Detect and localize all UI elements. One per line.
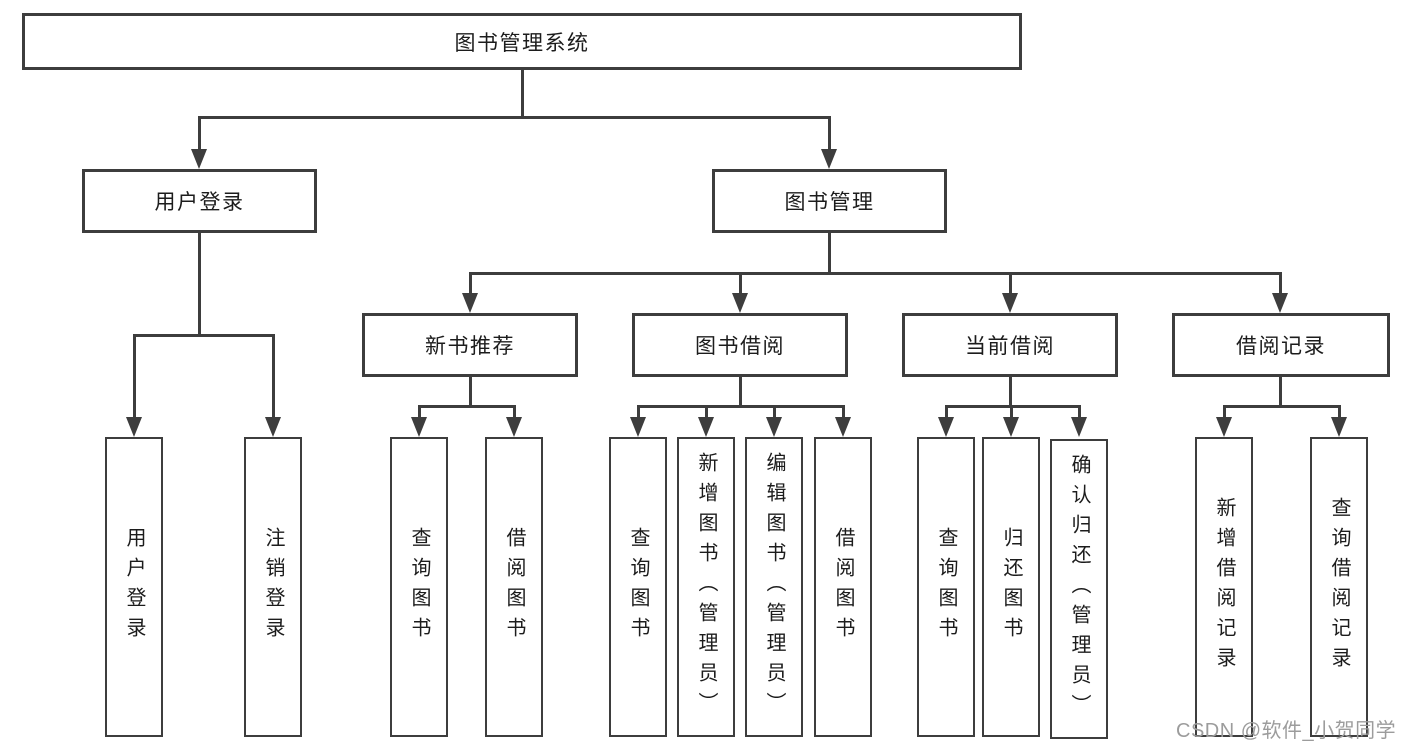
connector-arrow-stem (704, 404, 708, 420)
connector-userlogin-branch (132, 333, 275, 337)
connector-bookborrow-stem (738, 376, 742, 407)
node-label: 新书推荐 (425, 335, 515, 358)
arrow-down (821, 149, 837, 169)
connector-arrow-stem (271, 333, 275, 420)
node-label: 新增借阅记录 (1213, 497, 1235, 677)
connector-arrow-stem (132, 333, 136, 420)
node-label: 查询图书 (935, 527, 957, 647)
node-user-login: 用户登录 (82, 169, 317, 233)
leaf-borrow-book-borrowing: 借阅图书 (814, 437, 872, 737)
watermark: CSDN @软件_小贺同学 (1176, 720, 1397, 742)
leaf-edit-book-admin: 编辑图书（管理员） (745, 437, 803, 737)
arrow-down (698, 417, 714, 437)
node-label: 图书管理系统 (454, 31, 590, 55)
connector-arrow-stem (1278, 271, 1282, 297)
connector-arrow-stem (512, 404, 516, 420)
leaf-query-book-current: 查询图书 (917, 437, 975, 737)
leaf-user-login: 用户登录 (105, 437, 163, 737)
node-label: 图书管理 (784, 191, 875, 214)
arrow-down (938, 417, 954, 437)
node-label: 当前借阅 (965, 335, 1055, 358)
connector-arrow-stem (1077, 404, 1081, 420)
connector-newbook-stem (468, 376, 472, 407)
connector-records-stem (1278, 376, 1282, 407)
connector-bookborrow-branch (636, 404, 845, 408)
node-book-management: 图书管理 (712, 169, 947, 233)
node-label: 编辑图书（管理员） (763, 452, 785, 722)
leaf-borrow-book-recommend: 借阅图书 (485, 437, 543, 737)
arrow-down (1331, 417, 1347, 437)
node-root-library-system: 图书管理系统 (22, 13, 1022, 70)
node-label: 用户登录 (154, 191, 245, 214)
node-label: 新增图书（管理员） (695, 452, 717, 722)
connector-records-branch (1222, 404, 1341, 408)
arrow-down (126, 417, 142, 437)
connector-arrow-stem (772, 404, 776, 420)
arrow-down (766, 417, 782, 437)
arrow-down (1272, 293, 1288, 313)
node-book-borrowing: 图书借阅 (632, 313, 848, 377)
connector-userlogin-stem (197, 233, 201, 337)
leaf-return-book: 归还图书 (982, 437, 1040, 737)
node-label: 图书借阅 (695, 335, 785, 358)
node-label: 注销登录 (262, 527, 284, 647)
connector-arrow-stem (468, 271, 472, 297)
arrow-down (1003, 417, 1019, 437)
node-label: 查询图书 (627, 527, 649, 647)
arrow-down (732, 293, 748, 313)
connector-arrow-stem (738, 271, 742, 297)
connector-bookmgmt-stem (827, 233, 831, 275)
connector-arrow-stem (827, 115, 831, 152)
arrow-down (462, 293, 478, 313)
node-label: 查询图书 (408, 527, 430, 647)
node-label: 借阅图书 (503, 527, 525, 647)
connector-currentborrow-branch (944, 404, 1081, 408)
node-label: 归还图书 (1000, 527, 1022, 647)
node-label: 确认归还（管理员） (1068, 454, 1090, 724)
connector-level1-branch (197, 115, 831, 119)
connector-arrow-stem (1009, 404, 1013, 420)
arrow-down (1002, 293, 1018, 313)
connector-arrow-stem (636, 404, 640, 420)
connector-arrow-stem (944, 404, 948, 420)
arrow-down (630, 417, 646, 437)
arrow-down (191, 149, 207, 169)
leaf-add-borrow-record: 新增借阅记录 (1195, 437, 1253, 737)
connector-arrow-stem (1222, 404, 1226, 420)
connector-root-stem (520, 70, 524, 119)
node-label: 借阅图书 (832, 527, 854, 647)
arrow-down (835, 417, 851, 437)
connector-level3-branch (468, 271, 1282, 275)
connector-currentborrow-stem (1008, 376, 1012, 407)
connector-arrow-stem (1008, 271, 1012, 297)
node-borrowing-records: 借阅记录 (1172, 313, 1390, 377)
node-label: 查询借阅记录 (1328, 497, 1350, 677)
connector-arrow-stem (417, 404, 421, 420)
arrow-down (506, 417, 522, 437)
leaf-query-book-recommend: 查询图书 (390, 437, 448, 737)
leaf-add-book-admin: 新增图书（管理员） (677, 437, 735, 737)
arrow-down (265, 417, 281, 437)
connector-newbook-branch (417, 404, 516, 408)
leaf-query-book-borrowing: 查询图书 (609, 437, 667, 737)
node-new-book-recommend: 新书推荐 (362, 313, 578, 377)
connector-arrow-stem (1337, 404, 1341, 420)
node-current-borrowing: 当前借阅 (902, 313, 1118, 377)
arrow-down (1071, 417, 1087, 437)
leaf-query-borrow-record: 查询借阅记录 (1310, 437, 1368, 737)
leaf-logout-login: 注销登录 (244, 437, 302, 737)
arrow-down (411, 417, 427, 437)
connector-arrow-stem (841, 404, 845, 420)
leaf-confirm-return-admin: 确认归还（管理员） (1050, 439, 1108, 739)
node-label: 用户登录 (123, 527, 145, 647)
node-label: 借阅记录 (1236, 335, 1326, 358)
arrow-down (1216, 417, 1232, 437)
connector-arrow-stem (197, 115, 201, 152)
